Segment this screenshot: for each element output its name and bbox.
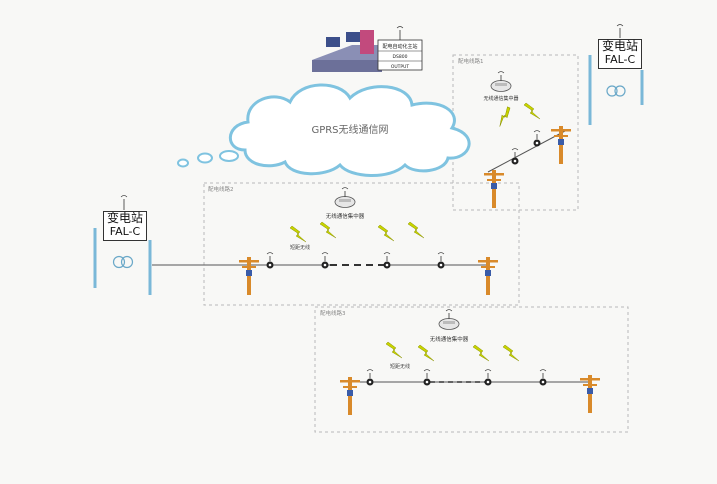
zone-1-concentrator-label: 无线通信集中器: [483, 95, 518, 102]
server-panel-line2: DS800: [393, 54, 408, 60]
master-server: 配电自动化主站 DS800 OUTPUT: [312, 26, 423, 72]
zone-1-network: 无线通信集中器: [483, 71, 571, 208]
zone-3-label: 配电线路3: [320, 309, 346, 317]
substation-right-name: 变电站: [601, 39, 638, 53]
server-panel-line3: OUTPUT: [391, 64, 410, 70]
substation-right-bars: [588, 24, 644, 125]
substation-left-code: FAL-C: [109, 224, 141, 238]
zone-3-box: [314, 306, 629, 433]
zone-2-box: [203, 182, 520, 306]
zone-2-label: 配电线路2: [208, 185, 234, 193]
zone-2-network: 无线通信集中器 短距无线: [152, 187, 498, 295]
substation-left-name: 变电站: [106, 211, 143, 225]
substation-right-code: FAL-C: [604, 52, 636, 66]
zone-3-concentrator-label: 无线通信集中器: [430, 335, 469, 343]
zone-3-network: 无线通信集中器 短距无线: [340, 309, 600, 415]
zone-2-concentrator-label: 无线通信集中器: [326, 212, 365, 220]
gprs-cloud: GPRS无线通信网: [177, 83, 471, 177]
zone-2-link-label: 短距无线: [290, 244, 310, 251]
server-panel-line1: 配电自动化主站: [382, 43, 417, 50]
zone-1-label: 配电线路1: [458, 57, 484, 65]
zone-3-link-label: 短距无线: [390, 363, 410, 370]
substation-left-label: 变电站 FAL-C: [103, 211, 147, 241]
cloud-label: GPRS无线通信网: [311, 123, 388, 136]
substation-left-bars: [93, 195, 152, 295]
substation-right-label: 变电站 FAL-C: [598, 39, 642, 69]
